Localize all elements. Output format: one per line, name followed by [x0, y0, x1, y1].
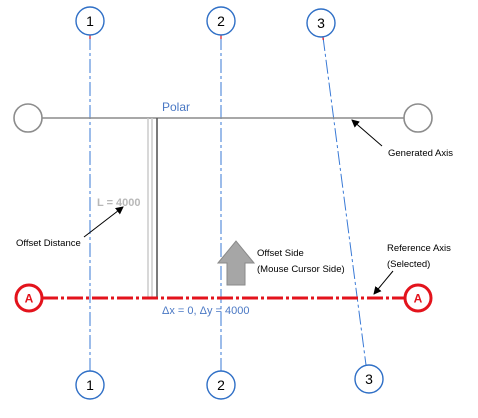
grid-bubble-1-bottom[interactable]: [75, 370, 105, 400]
generated-axis[interactable]: [13, 103, 433, 133]
offset-distance-leader: [83, 206, 124, 238]
grid-bubble-3-bottom-label: 3: [365, 371, 373, 387]
offset-side-callout-line2: (Mouse Cursor Side): [257, 264, 345, 275]
polar-label: Polar: [162, 100, 190, 114]
grid-bubble-3-top-label: 3: [317, 15, 325, 31]
grid-bubble-2-bottom[interactable]: [206, 370, 236, 400]
reference-axis-a[interactable]: A A: [14, 283, 433, 313]
grid-axis-2[interactable]: 2 2: [206, 6, 236, 400]
grid-bubble-3-bottom[interactable]: [354, 364, 384, 394]
generated-axis-callout: Generated Axis: [388, 148, 453, 159]
generated-axis-bubble-right[interactable]: [403, 103, 433, 133]
grid-bubble-1-bottom-label: 1: [86, 377, 94, 393]
reference-axis-callout-line2: (Selected): [387, 259, 430, 270]
reference-axis-callout-line1: Reference Axis: [387, 243, 451, 254]
grid-bubble-2-bottom-label: 2: [217, 377, 225, 393]
delta-offset-label: Δx = 0, Δy = 4000: [162, 305, 249, 317]
reference-axis-leader: [373, 270, 394, 295]
grid-bubble-2-top-label: 2: [217, 13, 225, 29]
generated-axis-bubble-left[interactable]: [13, 103, 43, 133]
offset-side-callout-line1: Offset Side: [257, 248, 304, 259]
grid-bubble-2-top[interactable]: [206, 6, 236, 36]
reference-axis-left-letter: A: [25, 292, 34, 306]
offset-length-label: L = 4000: [97, 197, 141, 209]
grid-axis-1[interactable]: 1 1: [75, 6, 105, 400]
grid-bubble-3-top[interactable]: [306, 8, 336, 38]
grid-bubble-1-top-label: 1: [86, 13, 94, 29]
reference-axis-bubble-right[interactable]: [403, 283, 433, 313]
reference-axis-right-letter: A: [414, 292, 423, 306]
offset-distance-callout: Offset Distance: [16, 238, 81, 249]
offset-side-arrow-icon: [216, 240, 256, 286]
grid-axis-3-line[interactable]: [322, 36, 367, 366]
grid-bubble-1-top[interactable]: [75, 6, 105, 36]
generated-axis-leader: [351, 119, 383, 147]
grid-axis-3[interactable]: 3 3: [306, 8, 384, 394]
reference-axis-bubble-left[interactable]: [14, 283, 44, 313]
